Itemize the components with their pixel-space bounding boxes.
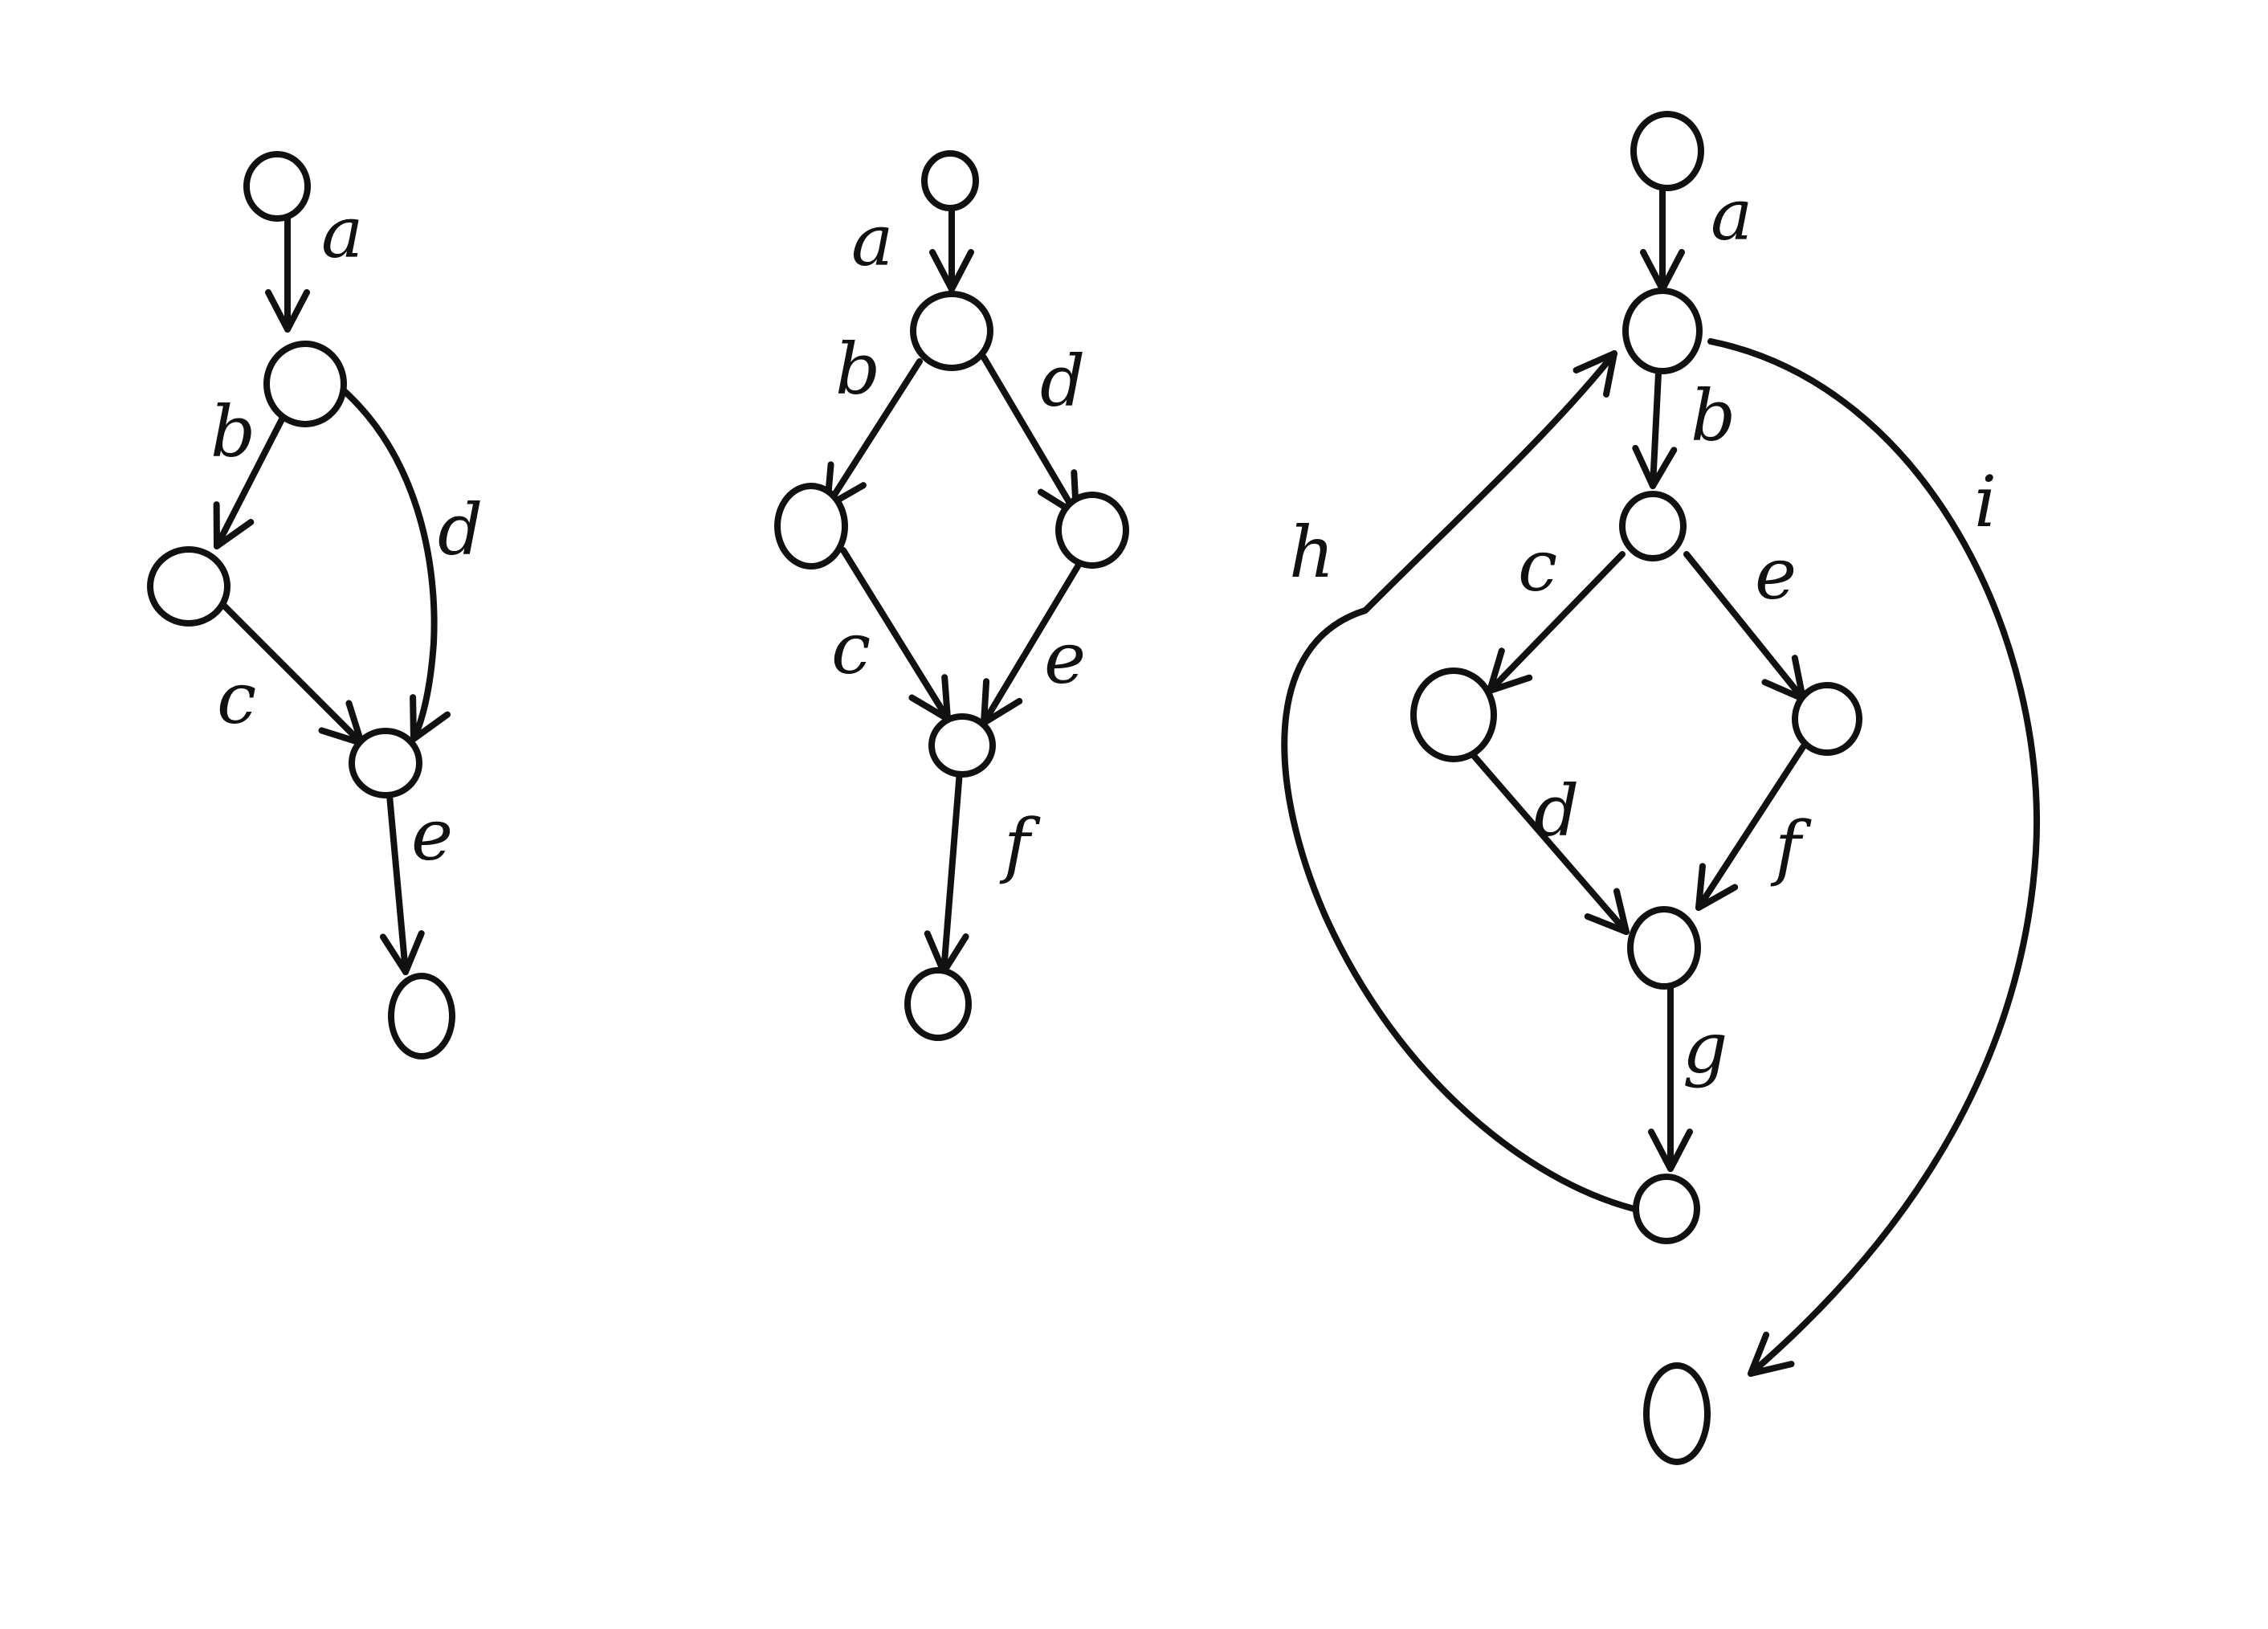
graph-3-edge-label-c: c	[1518, 525, 1557, 607]
graph-3-edge-b	[1632, 370, 1678, 489]
graph-1-edge-c	[214, 595, 365, 746]
graph-2-edge-label-b: b	[835, 328, 880, 410]
graph-3-node-6	[1633, 1174, 1700, 1244]
graph-3-node-3	[1410, 668, 1497, 762]
graph-3-edge-label-h: h	[1289, 511, 1335, 594]
graph-3-node-end	[1643, 1362, 1711, 1465]
graph-1-edge-label-e: e	[411, 794, 453, 876]
graph-1-edge-label-d: d	[438, 488, 483, 571]
graph-2-node-end	[904, 967, 972, 1041]
graph-2-edge-label-d: d	[1040, 340, 1085, 423]
graph-3-edge-label-d: d	[1534, 770, 1579, 852]
graph-2-edge-label-a: a	[851, 199, 893, 282]
graph-3-node-start	[1630, 111, 1704, 191]
graph-3-edge-c	[1487, 551, 1626, 694]
graph-3-node-5	[1627, 906, 1701, 990]
graph-1-edge-label-c: c	[217, 657, 256, 740]
graph-2-edge-c	[840, 547, 951, 722]
graph-1-node-1	[263, 341, 347, 427]
graph-2-node-4	[928, 713, 996, 778]
graph-1-node-end	[388, 973, 455, 1059]
graph-2-edge-f	[924, 768, 969, 975]
graph-3-edge-label-i: i	[1974, 460, 1997, 543]
graph-3-edge-e	[1683, 551, 1806, 702]
graph-2-edge-label-f: f	[999, 803, 1041, 886]
graph-1-edge-label-b: b	[210, 390, 255, 473]
graph-1-edge-b	[213, 414, 286, 549]
graph-1-edge-label-a: a	[321, 191, 363, 274]
graph-2-edge-e	[981, 559, 1083, 726]
graph-3-edge-label-e: e	[1755, 533, 1797, 615]
graph-1-node-start	[243, 151, 311, 222]
graph-3-edge-label-f: f	[1770, 806, 1812, 888]
graph-3-edge-label-a: a	[1711, 174, 1752, 256]
graph-3-edge-d	[1466, 748, 1630, 935]
graph-3-edge-f	[1695, 744, 1806, 911]
graph-2-node-3	[1055, 492, 1129, 569]
graph-3-node-2	[1619, 491, 1687, 561]
graph-2-edge-label-c: c	[831, 607, 871, 690]
graph-2-edge-b	[824, 358, 923, 509]
graph-1: a b d c e	[147, 151, 483, 1059]
graph-3: a b c e d f g h i	[1281, 111, 2040, 1465]
graph-2: a b d c e f	[774, 150, 1129, 1041]
graph-3-edge-i	[1707, 338, 2040, 1377]
graph-3-node-4	[1792, 682, 1862, 756]
graph-2-node-1	[910, 291, 993, 371]
graph-2-node-2	[774, 483, 848, 570]
graph-3-edge-label-g: g	[1683, 1006, 1728, 1089]
graph-2-edge-label-e: e	[1044, 617, 1086, 700]
graph-1-node-2	[147, 546, 230, 627]
graph-1-edge-e	[379, 792, 425, 975]
graph-3-edge-label-b: b	[1691, 374, 1736, 457]
graph-3-edge-h	[1281, 350, 1638, 1212]
graph-1-node-3	[349, 728, 422, 798]
graph-2-node-start	[921, 150, 979, 211]
graph-3-node-1	[1622, 288, 1703, 374]
graph-1-edge-d	[330, 378, 451, 742]
graph-2-edge-d	[981, 354, 1079, 517]
